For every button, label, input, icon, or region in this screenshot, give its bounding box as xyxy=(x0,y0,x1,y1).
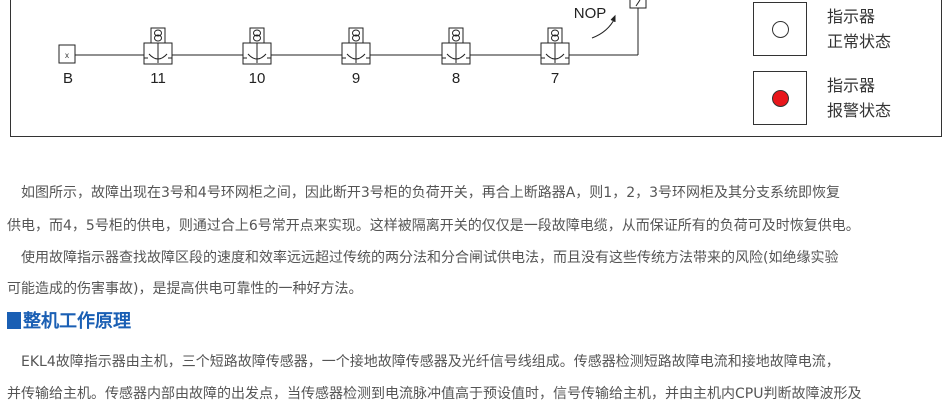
legend-normal-line1: 指示器 xyxy=(827,7,876,26)
nop-switch-box xyxy=(629,0,647,9)
legend-alarm-box xyxy=(753,71,807,125)
source-label: B xyxy=(62,70,74,87)
ring-main-unit xyxy=(441,27,471,65)
ring-main-unit xyxy=(540,27,570,65)
paragraph-3-line-1: EKL4故障指示器由主机，三个短路故障传感器，一个接地故障传感器及光纤信号线组成… xyxy=(7,354,840,370)
heading-text: 整机工作原理 xyxy=(23,311,131,332)
unit-label: 10 xyxy=(248,70,266,87)
legend-alarm-line1: 指示器 xyxy=(827,76,876,95)
ring-network-diagram: x xyxy=(58,0,647,65)
legend-alarm-line2: 报警状态 xyxy=(827,101,892,120)
legend-alarm-text: 指示器报警状态 xyxy=(827,73,891,123)
ring-main-unit xyxy=(341,27,371,65)
paragraph-1-line-1: 如图所示，故障出现在3号和4号环网柜之间，因此断开3号柜的负荷开关，再合上断路器… xyxy=(7,185,841,201)
paragraph-2-line-2: 可能造成的伤害事故)，是提高供电可靠性的一种好方法。 xyxy=(7,281,363,297)
indicator-alarm-icon xyxy=(772,90,789,107)
heading-square-icon xyxy=(7,311,21,329)
breaker-symbol: x xyxy=(65,51,69,60)
ring-main-unit xyxy=(143,27,173,65)
paragraph-3-line-2: 并传输给主机。传感器内部由故障的出发点，当传感器检测到电流脉冲值高于预设值时，信… xyxy=(7,386,862,402)
ring-main-unit xyxy=(242,27,272,65)
breaker-b-box xyxy=(58,44,76,64)
unit-label: 9 xyxy=(351,70,361,87)
legend-normal-box xyxy=(753,2,807,56)
legend-normal-text: 指示器正常状态 xyxy=(827,4,891,54)
paragraph-1-line-2: 供电，而4，5号柜的供电，则通过合上6号常开点来实现。这样被隔离开关的仅仅是一段… xyxy=(7,218,860,234)
unit-label: 11 xyxy=(150,70,166,87)
legend-normal-line2: 正常状态 xyxy=(827,32,892,51)
nop-label: NOP xyxy=(573,5,607,22)
section-heading: 整机工作原理 xyxy=(7,307,131,333)
indicator-normal-icon xyxy=(772,21,789,38)
paragraph-2-line-1: 使用故障指示器查找故障区段的速度和效率远远超过传统的两分法和分合闸试供电法，而且… xyxy=(7,250,839,266)
diagram-frame xyxy=(10,0,942,137)
unit-label: 8 xyxy=(451,70,461,87)
unit-label: 7 xyxy=(550,70,560,87)
